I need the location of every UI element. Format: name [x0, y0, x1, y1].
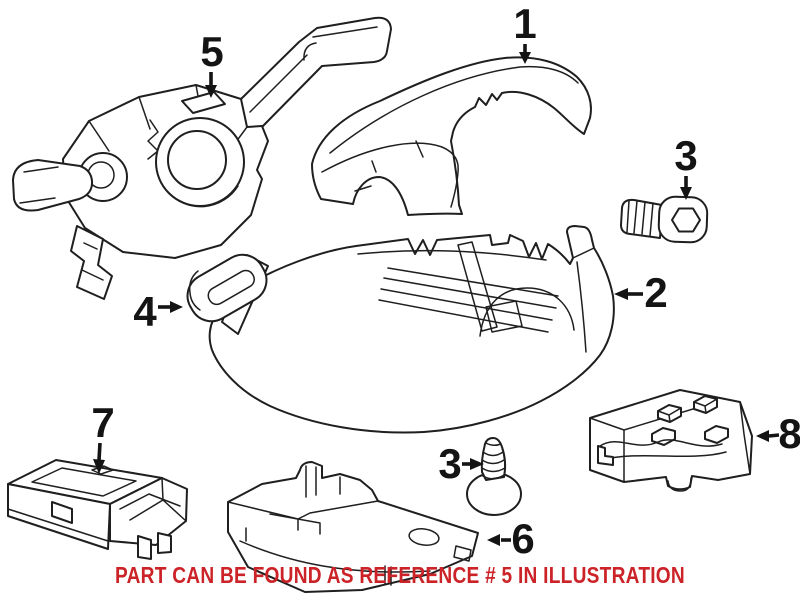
callout-3-upper: 3 [674, 132, 698, 200]
callout-8-arrowhead [756, 430, 769, 442]
part-upper-cover [311, 56, 592, 216]
callout-4-arrowhead [170, 301, 183, 313]
callout-3-lower: 3 [438, 440, 484, 487]
callout-7-arrowhead [93, 459, 105, 474]
callout-5-arrowhead [205, 85, 217, 98]
callout-8-arrow [768, 433, 780, 438]
callout-2-label: 2 [644, 269, 667, 316]
callout-7-arrow [97, 442, 102, 461]
callout-3-lower-arrowhead [470, 458, 484, 470]
callout-8-label: 8 [778, 410, 800, 457]
callout-7-label: 7 [91, 399, 114, 446]
callout-5: 5 [200, 28, 224, 98]
callout-5-label: 5 [200, 28, 223, 75]
callout-7: 7 [91, 399, 115, 474]
part-screw-lower [466, 437, 522, 516]
hex-socket [671, 207, 701, 233]
oval-hole [408, 528, 440, 546]
callout-2-arrowhead [614, 288, 628, 300]
callout-3-lower-label: 3 [438, 440, 461, 487]
part-clip [186, 253, 269, 335]
callout-6: 6 [487, 515, 535, 562]
callout-3-upper-arrowhead [680, 187, 692, 200]
callout-3-upper-label: 3 [674, 132, 697, 179]
note-text: PART CAN BE FOUND AS REFERENCE # 5 IN IL… [115, 562, 685, 588]
callout-1-arrowhead [519, 52, 531, 64]
callout-4-label: 4 [133, 288, 157, 335]
callout-6-arrowhead [487, 534, 500, 546]
callout-2: 2 [614, 269, 668, 316]
part-combination-switch [12, 16, 392, 300]
part-module-7 [7, 459, 188, 560]
callout-1-label: 1 [513, 0, 536, 47]
callout-1: 1 [513, 0, 537, 64]
callout-6-label: 6 [511, 515, 534, 562]
part-module-6 [227, 461, 479, 593]
part-lower-cover [208, 225, 615, 434]
left-stalk [12, 159, 94, 212]
callout-4: 4 [133, 288, 183, 335]
part-screw-upper [620, 195, 709, 244]
part-bracket-8 [589, 389, 753, 492]
callout-8: 8 [756, 410, 800, 457]
